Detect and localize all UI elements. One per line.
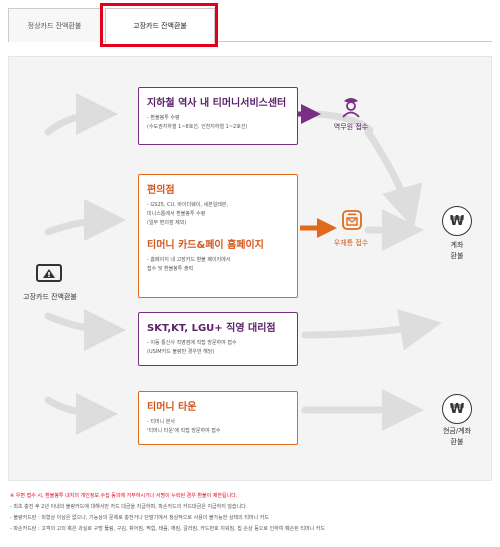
- subway-dest-label: 역무원 접수: [333, 123, 369, 131]
- telecom-line-2: (USIM카드 불량만 경우만 해당): [147, 349, 215, 355]
- active-tab-highlight: [100, 3, 218, 47]
- tmoney-line-2: '티머니 타운'에 직접 방문하여 접수: [147, 428, 221, 434]
- cvs-title: 편의점: [147, 185, 175, 196]
- start-label: 고장카드 잔액환불: [23, 293, 77, 301]
- won-icon: ₩: [442, 206, 472, 236]
- tmoney-title: 티머니 타운: [147, 402, 197, 413]
- station-staff-icon: [340, 94, 362, 118]
- web-title: 티머니 카드&페이 홈페이지: [147, 240, 264, 251]
- warning-card-icon: [36, 264, 62, 286]
- result-1-line-1: 계좌: [450, 241, 464, 249]
- tab-normal-card-refund[interactable]: 정상카드 잔액환불: [8, 8, 101, 42]
- result-2-line-2: 환불: [450, 438, 464, 446]
- refund-notes: ※ 우편 접수 시, 환불봉투 내지의 개인정보 수집 동의에 거부하시거나 서…: [10, 491, 494, 535]
- postbox-icon: [340, 208, 364, 232]
- refund-tabs: 정상카드 잔액환불 고장카드 잔액환불: [8, 8, 492, 43]
- result-account-refund: 계좌 환불: [430, 240, 484, 262]
- tmoney-line-1: - 티머니 본사: [147, 419, 175, 425]
- notes-item: - 최초 충전 후 2년 이내의 불량카드에 대해서만 카드 대금을 지급하며,…: [10, 504, 248, 510]
- notes-item: - 불량카드란 : 외형상 이상은 없으나, 기능상의 문제로 충전거나 단말기…: [10, 515, 269, 521]
- won-icon: ₩: [442, 394, 472, 424]
- notes-warning: ※ 우편 접수 시, 환불봉투 내지의 개인정보 수집 동의에 거부하시거나 서…: [10, 493, 238, 499]
- notes-item: - 파손카드란 : 고객의 고의 혹은 과실로 구멍 뚫림, 구김, 휘어짐, …: [10, 526, 325, 532]
- subway-line-2: (수도권지하철 1~8호선, 인천지하철 1~2호선): [147, 124, 248, 130]
- cvs-line-1: - GS25, CU, 바이더웨이, 세븐일레븐,: [147, 202, 229, 208]
- result-cash-account-refund: 현금/계좌 환불: [430, 426, 484, 448]
- tab-broken-card-refund[interactable]: 고장카드 잔액환불: [105, 8, 215, 43]
- web-line-2: 접수 및 환불봉투 출력: [147, 266, 194, 272]
- route-telecom-store: SKT,KT, LGU+ 직영 대리점 - 이동 통신사 직영점에 직접 방문하…: [138, 312, 298, 366]
- result-2-line-1: 현금/계좌: [442, 427, 472, 435]
- post-dest-label: 우체통 접수: [333, 239, 369, 247]
- web-line-1: - 홈페이지 내 고장카드 환불 페이지에서: [147, 257, 231, 263]
- route-tmoney-town: 티머니 타운 - 티머니 본사 '티머니 타운'에 직접 방문하여 접수: [138, 391, 298, 445]
- route-cvs-web: 편의점 - GS25, CU, 바이더웨이, 세븐일레븐, 미니스톱에서 환불봉…: [138, 174, 298, 298]
- subway-title: 지하철 역사 내 티머니서비스센터: [147, 98, 287, 109]
- route-subway-service-center: 지하철 역사 내 티머니서비스센터 - 환불봉투 수령 (수도권지하철 1~8호…: [138, 87, 298, 145]
- result-1-line-2: 환불: [450, 252, 464, 260]
- telecom-title: SKT,KT, LGU+ 직영 대리점: [147, 323, 276, 334]
- cvs-line-2: 미니스톱에서 환불봉투 수령: [147, 211, 206, 217]
- subway-line-1: - 환불봉투 수령: [147, 115, 180, 121]
- cvs-line-3: (일부 편의점 제외): [147, 220, 187, 226]
- telecom-line-1: - 이동 통신사 직영점에 직접 방문하여 접수: [147, 340, 237, 346]
